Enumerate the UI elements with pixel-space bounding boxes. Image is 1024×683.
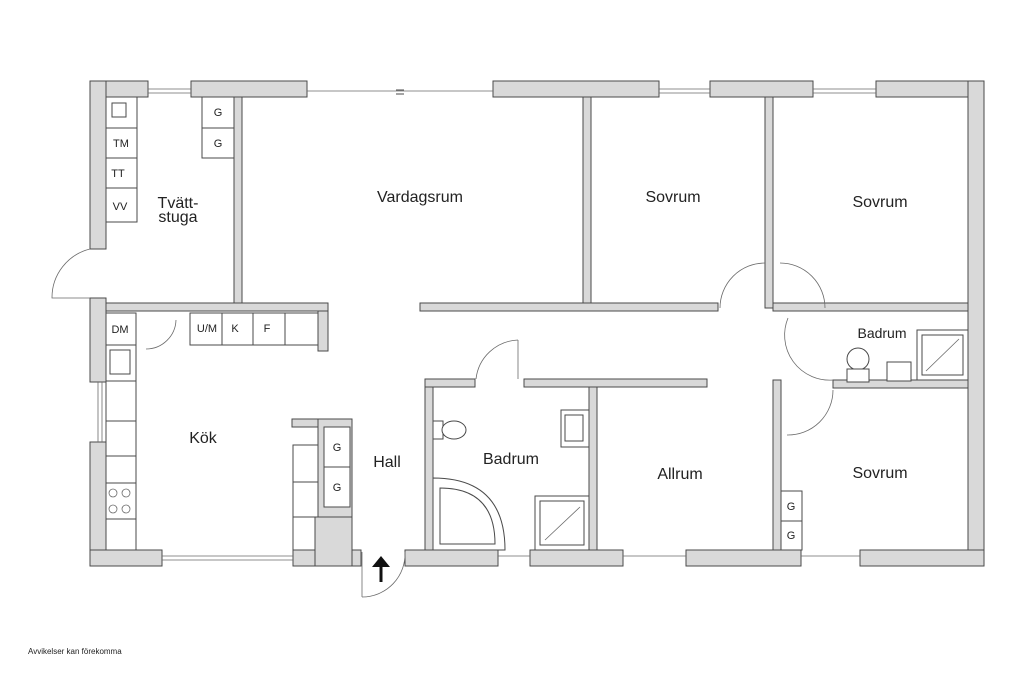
room-label-sovrum-1: Sovrum bbox=[645, 189, 700, 206]
kitchen-fixtures bbox=[105, 312, 351, 551]
stove-icon bbox=[108, 488, 131, 514]
fixture-label-g-laundry-2: G bbox=[214, 138, 223, 150]
fixture-label-g-laundry-1: G bbox=[214, 107, 223, 119]
windows bbox=[97, 88, 876, 561]
laundry-fixtures bbox=[105, 96, 235, 223]
fixture-label-g-bedroom-2: G bbox=[787, 530, 796, 542]
fixture-label-dm: DM bbox=[111, 324, 128, 336]
room-label-tvattstuga-1: Tvätt- bbox=[158, 195, 199, 212]
sink-icon bbox=[560, 409, 590, 448]
fixture-label-tm: TM bbox=[113, 138, 129, 150]
bathtub-icon bbox=[432, 477, 506, 551]
fixture-label-um: U/M bbox=[197, 323, 217, 335]
bathroom-2-fixtures bbox=[846, 329, 969, 383]
disclaimer-note: Avvikelser kan förekomma bbox=[28, 647, 122, 656]
door-swing-icon bbox=[51, 248, 91, 299]
fixture-label-tt: TT bbox=[111, 168, 125, 180]
shower-icon bbox=[534, 495, 590, 551]
fixture-label-g-hall-2: G bbox=[333, 482, 342, 494]
fixture-label-vv: VV bbox=[113, 201, 128, 213]
room-label-kok: Kök bbox=[189, 430, 218, 447]
room-label-sovrum-2: Sovrum bbox=[852, 194, 907, 211]
room-label-allrum: Allrum bbox=[657, 466, 702, 483]
doors bbox=[51, 248, 834, 598]
fixture-label-g-bedroom-1: G bbox=[787, 501, 796, 513]
fixture-label-k: K bbox=[231, 323, 239, 335]
fixture-label-g-hall-1: G bbox=[333, 442, 342, 454]
room-label-tvattstuga-2: stuga bbox=[158, 209, 197, 226]
bathroom-1-fixtures bbox=[432, 409, 590, 551]
toilet-icon bbox=[432, 420, 467, 440]
fixture-label-f: F bbox=[264, 323, 271, 335]
room-label-vardagsrum: Vardagsrum bbox=[377, 189, 463, 206]
room-label-badrum-1: Badrum bbox=[483, 451, 539, 468]
entrance-arrow-icon bbox=[372, 556, 390, 582]
exterior-walls bbox=[89, 80, 985, 567]
bedroom-wardrobe bbox=[780, 490, 803, 551]
room-label-badrum-2: Badrum bbox=[857, 325, 906, 341]
room-label-sovrum-3: Sovrum bbox=[852, 465, 907, 482]
room-label-hall: Hall bbox=[373, 454, 401, 471]
